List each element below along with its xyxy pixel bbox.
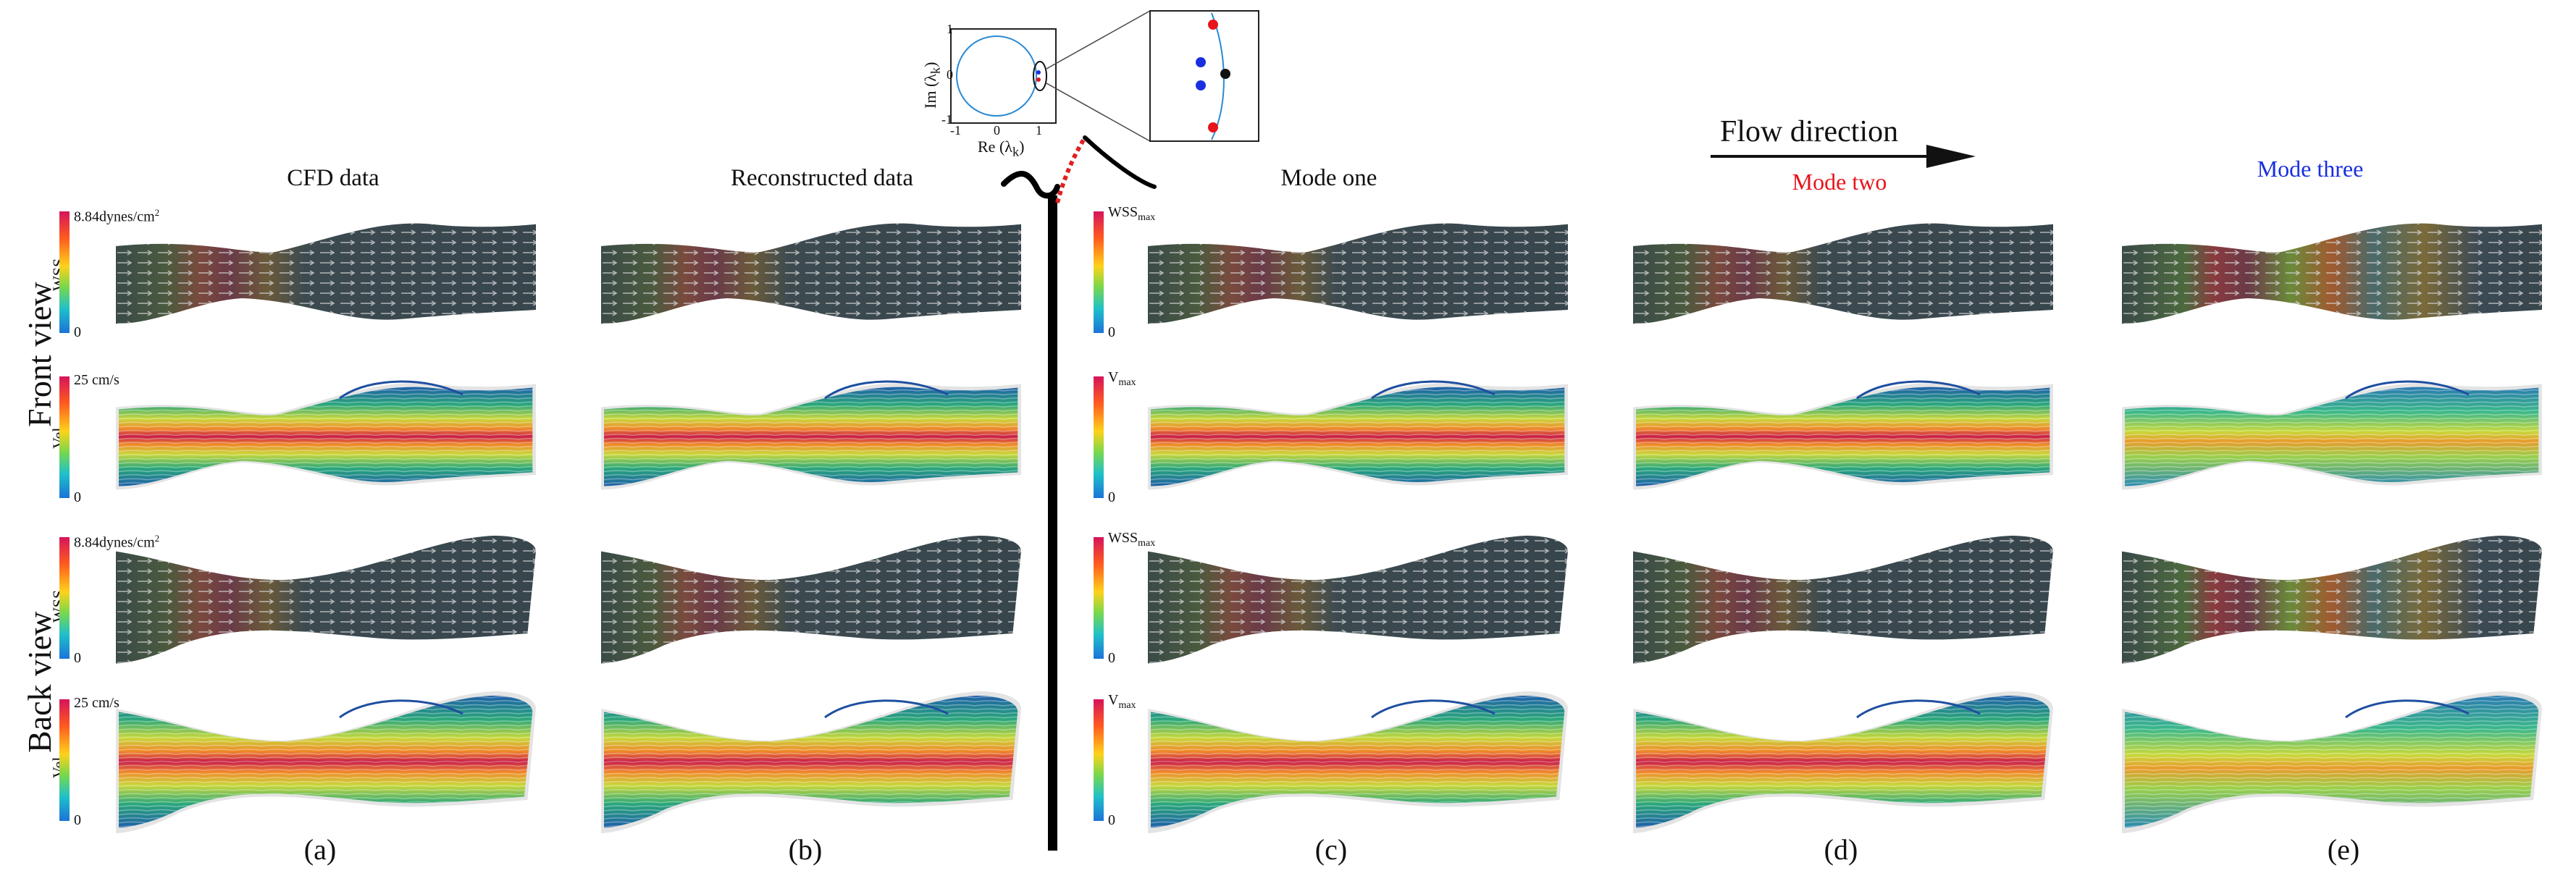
- wss-colorbar-front: [59, 211, 70, 333]
- eigenvalue-blue-bottom: [1196, 80, 1206, 90]
- wss-mode-zero-back: 0: [1108, 650, 1115, 666]
- column-title-mode-two: Mode two: [1792, 169, 1887, 195]
- wss-mode-colorbar-front: [1094, 211, 1104, 333]
- wss-zero-label-back: 0: [74, 650, 81, 666]
- vessel-mode-two-vel-back: [1626, 691, 2060, 836]
- vessel-cfd-vel-back: [109, 691, 543, 836]
- wss-mode-zero-front: 0: [1108, 324, 1115, 340]
- zoom-plot-frame: [1149, 10, 1259, 142]
- vessel-mode-one-vel-back: [1141, 691, 1575, 836]
- tick-x-1: 1: [1036, 123, 1042, 138]
- vessel-mode-two-wss-front: [1626, 217, 2060, 333]
- vel-mode-colorbar-back: [1094, 699, 1104, 821]
- wss-max-label-back: 8.84dynes/cm2: [74, 533, 160, 551]
- zoom-ellipse: [1033, 61, 1047, 91]
- vessel-reconstructed-wss-front: [594, 217, 1028, 333]
- vessel-mode-three-vel-back: [2115, 691, 2549, 836]
- wss-max-mode-label-back: WSSmax: [1108, 530, 1156, 549]
- vessel-mode-one-vel-front: [1141, 376, 1575, 499]
- tick-y-neg1: -1: [941, 112, 952, 127]
- vessel-reconstructed-vel-back: [594, 691, 1028, 836]
- tick-y-0: 0: [947, 67, 953, 82]
- column-title-reconstructed: Reconstructed data: [731, 165, 913, 191]
- panel-label-c: (c): [1314, 833, 1348, 866]
- row-label-back-view: Back view: [21, 611, 58, 753]
- column-title-mode-one: Mode one: [1280, 165, 1377, 191]
- vel-mode-zero-front: 0: [1108, 489, 1115, 505]
- eigenvalue-red-bottom: [1208, 122, 1218, 132]
- flow-direction-arrow: [1711, 145, 1976, 168]
- eigenvalue-black: [1220, 69, 1230, 79]
- panel-label-d: (d): [1824, 833, 1858, 866]
- vel-zero-label-front: 0: [74, 489, 81, 505]
- vessel-mode-three-wss-back: [2115, 536, 2549, 666]
- vel-max-mode-label-front: Vmax: [1108, 369, 1136, 388]
- eigenvalue-inset: [950, 10, 1259, 142]
- wss-colorbar-back: [59, 537, 70, 659]
- eigen-y-axis-label: Im (λk): [921, 62, 943, 109]
- vessel-mode-two-wss-back: [1626, 536, 2060, 666]
- panel-label-b: (b): [788, 833, 823, 866]
- wss-mode-colorbar-back: [1094, 537, 1104, 659]
- row-label-front-view: Front view: [21, 282, 58, 427]
- vel-zero-label-back: 0: [74, 812, 81, 828]
- eigenvalue-blue-top: [1196, 57, 1206, 67]
- vel-max-label-back: 25 cm/s: [74, 695, 119, 711]
- tick-x-0: 0: [994, 123, 1000, 138]
- vel-mode-zero-back: 0: [1108, 812, 1115, 828]
- inset-connector: [1001, 135, 1157, 203]
- wss-zero-label-front: 0: [74, 324, 81, 340]
- panel-label-e: (e): [2327, 833, 2360, 866]
- unit-circle: [956, 35, 1037, 117]
- vessel-cfd-wss-back: [109, 536, 543, 666]
- vessel-reconstructed-wss-back: [594, 536, 1028, 666]
- flow-direction-label: Flow direction: [1720, 115, 1899, 148]
- vel-mode-colorbar-front: [1094, 376, 1104, 498]
- vessel-mode-one-wss-front: [1141, 217, 1575, 333]
- vessel-mode-one-wss-back: [1141, 536, 1575, 666]
- eigen-plot-frame: [950, 28, 1057, 124]
- eigen-x-axis-label: Re (λk): [978, 138, 1025, 159]
- column-title-mode-three: Mode three: [2257, 156, 2364, 182]
- wss-max-mode-label-front: WSSmax: [1108, 204, 1156, 223]
- wss-max-label-front: 8.84dynes/cm2: [74, 207, 160, 225]
- vessel-mode-two-vel-front: [1626, 376, 2060, 499]
- divider-bar: [1048, 195, 1057, 851]
- vessel-mode-three-wss-front: [2115, 217, 2549, 333]
- eigenvalue-red-top: [1208, 20, 1218, 30]
- vel-colorbar-back: [59, 699, 70, 821]
- vel-max-mode-label-back: Vmax: [1108, 692, 1136, 711]
- vessel-reconstructed-vel-front: [594, 376, 1028, 499]
- panel-label-a: (a): [303, 833, 337, 866]
- vessel-cfd-vel-front: [109, 376, 543, 499]
- vel-max-label-front: 25 cm/s: [74, 372, 119, 388]
- tick-y-1: 1: [947, 22, 953, 36]
- vel-colorbar-front: [59, 376, 70, 498]
- column-title-cfd: CFD data: [287, 165, 379, 191]
- vessel-cfd-wss-front: [109, 217, 543, 333]
- vessel-mode-three-vel-front: [2115, 376, 2549, 499]
- tick-x-neg1: -1: [950, 123, 961, 138]
